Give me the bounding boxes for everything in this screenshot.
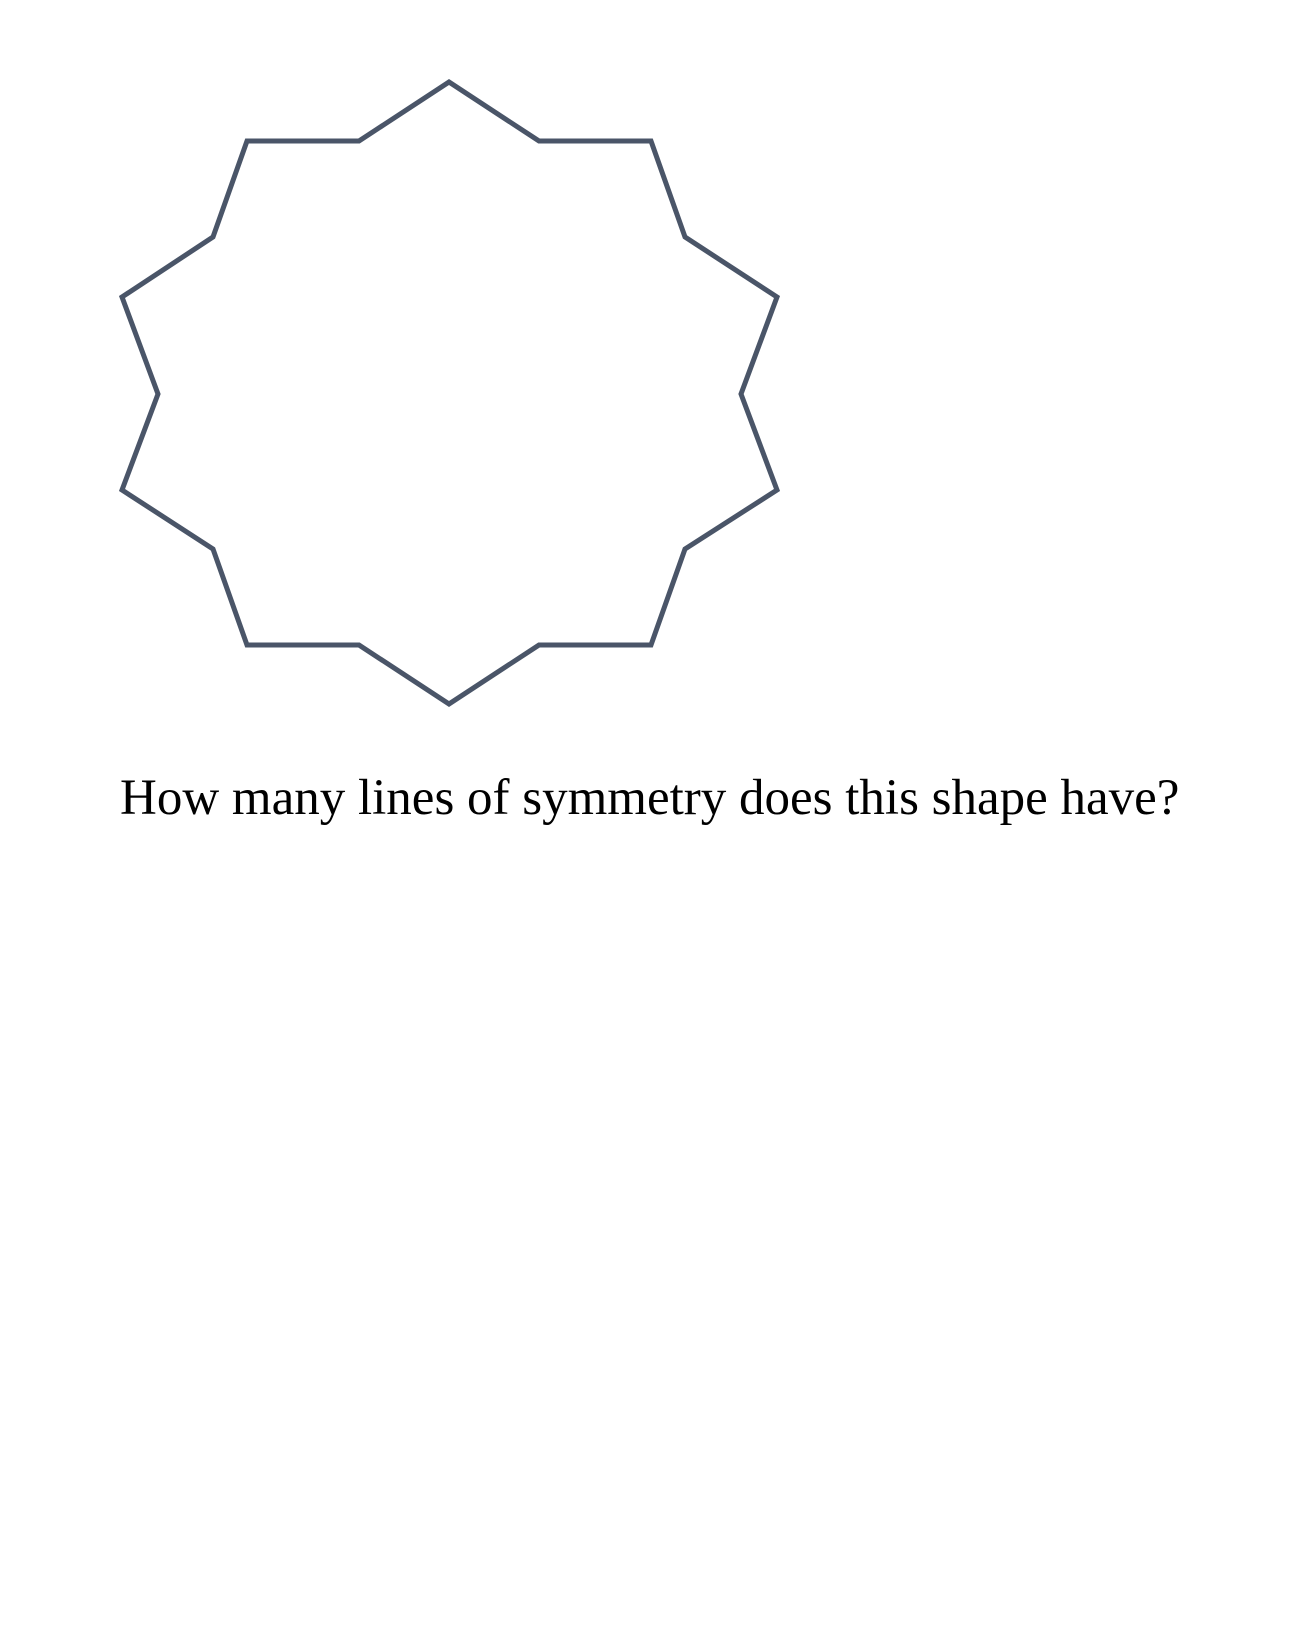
ten-point-star-shape: [118, 79, 781, 707]
question-text: How many lines of symmetry does this sha…: [120, 770, 1180, 826]
shape-figure: [0, 0, 1298, 760]
shape-canvas: [118, 79, 781, 707]
